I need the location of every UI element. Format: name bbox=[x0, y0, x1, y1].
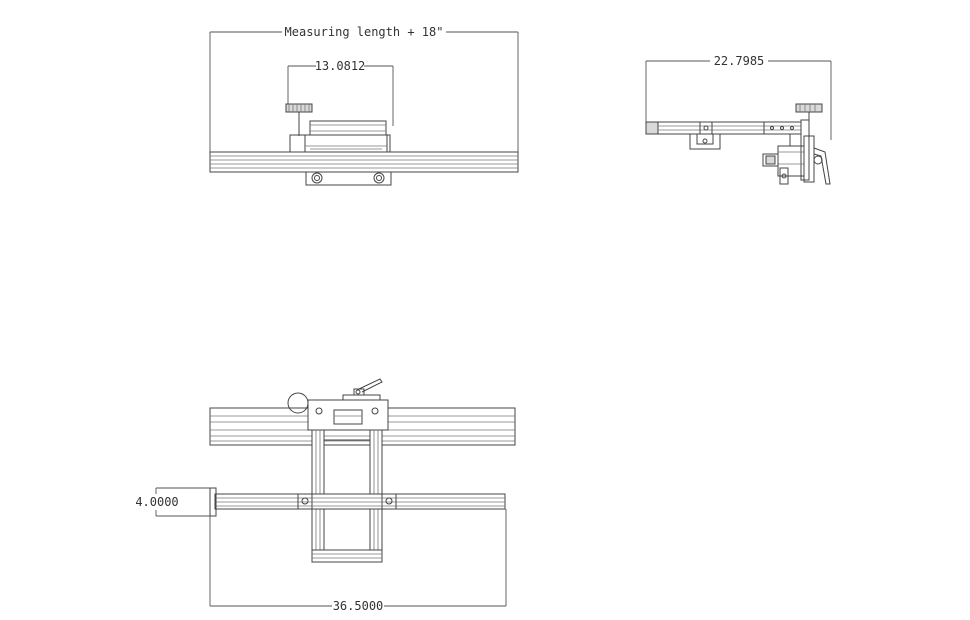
top-bottom-crossbar bbox=[311, 549, 383, 563]
top-vertical-beams bbox=[311, 429, 383, 551]
side-width-label: 22.7985 bbox=[714, 54, 765, 68]
top-length-dimension: 36.5000 bbox=[209, 509, 507, 613]
top-length-label: 36.5000 bbox=[333, 599, 384, 613]
side-rail bbox=[645, 121, 802, 135]
front-bottom-block bbox=[305, 171, 392, 186]
side-knob bbox=[795, 103, 823, 122]
front-view: Measuring length + 18" 13.0812 bbox=[209, 25, 519, 186]
front-rail bbox=[209, 151, 519, 173]
front-center-label: 13.0812 bbox=[315, 59, 366, 73]
top-offset-label: 4.0000 bbox=[135, 495, 178, 509]
front-knob bbox=[285, 103, 313, 136]
side-lower-block bbox=[689, 133, 721, 150]
top-offset-dimension: 4.0000 bbox=[135, 487, 210, 517]
top-lower-rail bbox=[209, 487, 506, 517]
front-overall-dimension: Measuring length + 18" bbox=[209, 25, 519, 152]
top-round-knob bbox=[287, 392, 309, 414]
top-lever bbox=[342, 378, 383, 401]
side-view: 22.7985 bbox=[645, 54, 832, 185]
side-bracket bbox=[762, 119, 831, 185]
front-overall-label: Measuring length + 18" bbox=[285, 25, 444, 39]
front-center-dimension: 13.0812 bbox=[287, 59, 394, 126]
top-view: 4.0000 36.5000 bbox=[135, 378, 516, 613]
side-width-dimension: 22.7985 bbox=[645, 54, 832, 140]
front-carriage bbox=[289, 120, 391, 153]
